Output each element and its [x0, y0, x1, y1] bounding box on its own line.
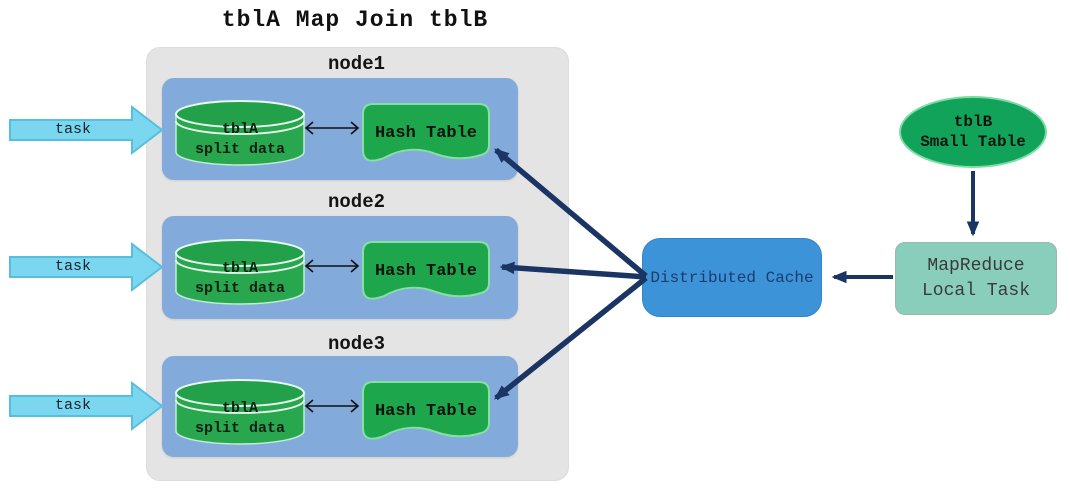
node2-hash-table-shape	[362, 241, 490, 300]
node1-hash-table-label: Hash Table	[374, 124, 478, 143]
distributed-cache-box: Distributed Cache	[642, 238, 822, 317]
node3-hash-table-shape	[362, 381, 490, 440]
node3-database-cylinder-icon	[175, 379, 305, 445]
node3-cylinder-label-line1: tblA	[221, 400, 258, 417]
node2-cylinder-label-line1: tblA	[221, 260, 258, 277]
task-arrow-1-icon	[9, 104, 164, 156]
tblb-label-line1: tblB	[953, 113, 993, 131]
node2-hash-table-label: Hash Table	[374, 262, 478, 281]
node1-label: node1	[327, 53, 385, 75]
node2-database-cylinder-icon	[175, 239, 305, 305]
distributed-cache-label: Distributed Cache	[650, 268, 814, 287]
node1-double-arrow-icon	[304, 121, 360, 135]
node2-double-arrow-icon	[304, 259, 360, 273]
node3-cylinder-label-line2: split data	[194, 420, 285, 437]
mapreduce-label-line2: Local Task	[921, 280, 1031, 301]
mapreduce-label-line1: MapReduce	[927, 255, 1025, 276]
node1-hash-table-shape	[362, 103, 490, 162]
node1-database-cylinder-icon	[175, 100, 305, 166]
mapreduce-local-task-box: MapReduce Local Task	[895, 242, 1057, 315]
task-label-1: task	[54, 121, 91, 138]
node2-label: node2	[327, 191, 385, 213]
node2-cylinder-label-line2: split data	[194, 280, 285, 297]
node3-label: node3	[327, 333, 385, 355]
diagram-title: tblA Map Join tblB	[221, 7, 489, 33]
node3-hash-table-label: Hash Table	[374, 402, 478, 421]
node1-cylinder-label-line1: tblA	[221, 121, 258, 138]
tblb-label-line2: Small Table	[920, 133, 1026, 151]
node1-cylinder-label-line2: split data	[194, 141, 285, 158]
tblb-small-table-ellipse: tblB Small Table	[899, 96, 1047, 168]
node3-double-arrow-icon	[304, 399, 360, 413]
task-label-2: task	[54, 258, 91, 275]
task-arrow-3-icon	[9, 380, 164, 432]
task-label-3: task	[54, 397, 91, 414]
task-arrow-2-icon	[9, 241, 164, 293]
